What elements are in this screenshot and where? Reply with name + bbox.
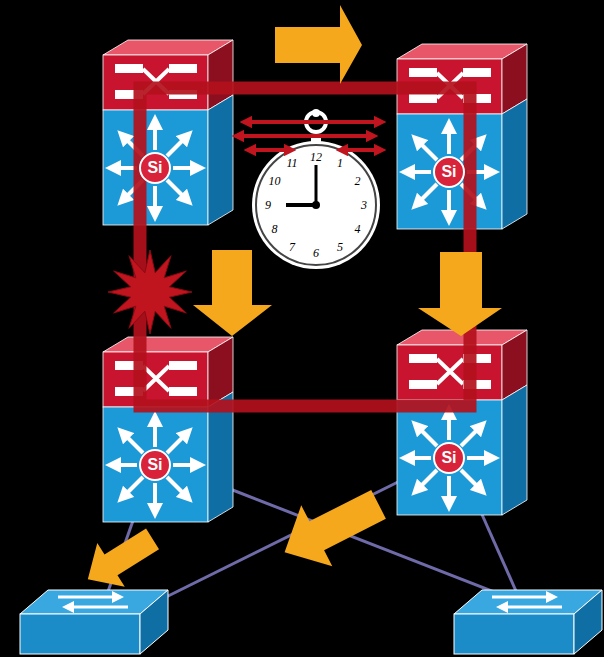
clock-numeral: 1 xyxy=(337,157,343,169)
collision-burst xyxy=(108,250,192,334)
router-badge: Si xyxy=(139,152,171,184)
clock-numeral: 8 xyxy=(271,223,277,235)
switch-label: Si xyxy=(147,456,162,474)
clock-numeral: 3 xyxy=(361,199,367,211)
router-badge: Si xyxy=(433,442,465,474)
switch-label: Si xyxy=(441,449,456,467)
clock-numeral: 11 xyxy=(286,157,297,169)
switch-label: Si xyxy=(147,159,162,177)
clock-numeral: 9 xyxy=(265,199,271,211)
clock-numeral: 5 xyxy=(337,241,343,253)
switch-label: Si xyxy=(441,163,456,181)
router-badge: Si xyxy=(433,156,465,188)
clock-numeral: 2 xyxy=(355,175,361,187)
clock-numeral: 4 xyxy=(355,223,361,235)
clock-numeral: 10 xyxy=(268,175,280,187)
clock-numeral: 6 xyxy=(313,247,319,259)
router-badge: Si xyxy=(139,449,171,481)
clock-numeral: 12 xyxy=(310,151,322,163)
clock-numeral: 7 xyxy=(289,241,295,253)
